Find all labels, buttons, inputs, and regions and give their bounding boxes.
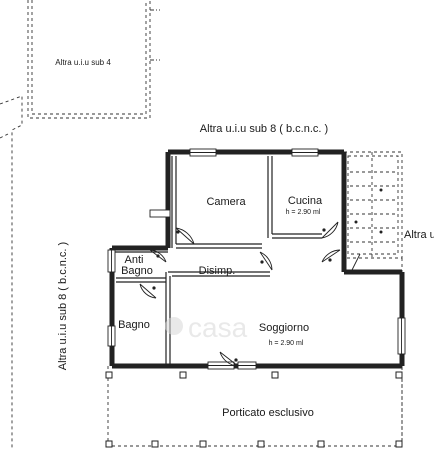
room-disimpegno-label: Disimp. [199,265,236,277]
interior-walls [112,156,322,366]
neighbor-unit-sub4-outline [27,0,160,119]
watermark-text: casa [188,312,248,343]
neighbor-top-label: Altra u.i.u sub 4 [55,58,111,67]
room-camera-label: Camera [206,196,246,208]
neighbor-top-right-label: Altra u.i.u sub 8 ( b.c.n.c. ) [200,123,328,135]
room-antibagno-label-2: Bagno [121,265,153,277]
room-soggiorno-height: h = 2.90 ml [269,340,304,347]
room-bagno-label: Bagno [118,319,150,331]
stair-area [343,151,403,259]
watermark: casa [165,312,248,343]
exterior-walls [109,149,405,369]
room-soggiorno-label: Soggiorno [259,322,309,334]
room-antibagno-label-1: Anti [125,254,144,266]
neighbor-left-outline [0,95,23,450]
windows [107,148,406,370]
doors [139,221,361,367]
porticato-outline [105,366,403,448]
neighbor-right-label: Altra u [404,229,434,241]
porticato-label: Porticato esclusivo [222,407,314,419]
neighbor-left-label: Altra u.i.u sub 8 ( b.c.n.c. ) [57,242,69,370]
room-cucina-label: Cucina [288,195,323,207]
room-cucina-height: h = 2.90 ml [286,209,321,216]
